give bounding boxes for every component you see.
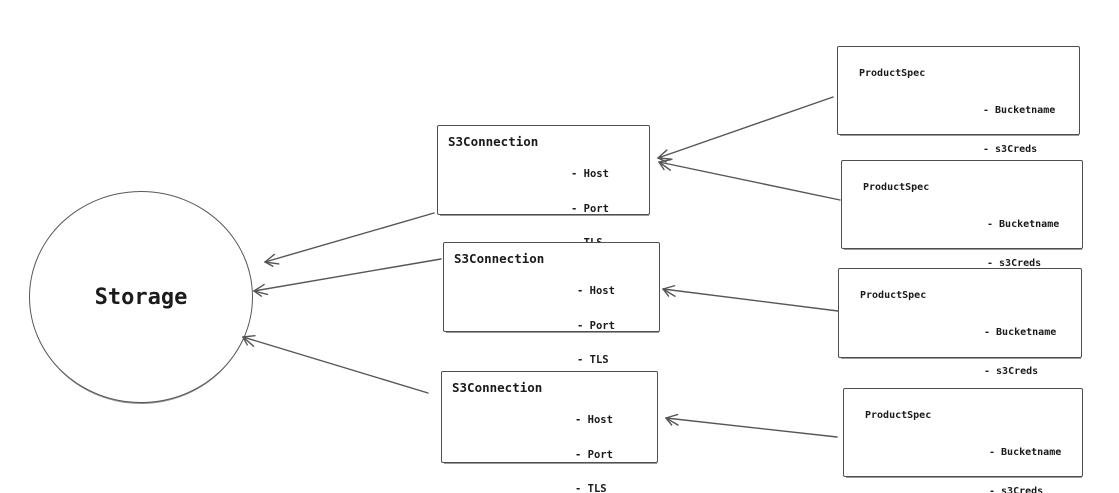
productspec-title: ProductSpec <box>859 68 926 79</box>
connection-arrow <box>253 258 442 297</box>
attribute-s3creds: - s3Creds <box>989 486 1044 493</box>
attribute-s3creds: - s3Creds <box>983 144 1038 155</box>
attribute-bucketname: - Bucketname <box>987 219 1060 230</box>
s3connection-box-1: S3Connection - Host - Port - TLS <box>437 125 650 249</box>
connection-arrow <box>658 158 841 201</box>
attribute-bucketname: - Bucketname <box>989 447 1062 458</box>
attribute-host: - Host <box>571 168 609 180</box>
attribute-bucketname: - Bucketname <box>983 105 1056 116</box>
attribute-host: - Host <box>577 285 615 297</box>
productspec-title: ProductSpec <box>865 410 932 421</box>
attribute-tls: - TLS <box>575 483 607 493</box>
storage-label: Storage <box>94 284 188 310</box>
storage-node: Storage <box>29 191 253 403</box>
s3connection-attributes: - Host - Port - TLS <box>575 392 613 493</box>
attribute-port: - Port <box>571 202 609 215</box>
productspec-box-2: ProductSpec - Bucketname - s3Creds <box>841 160 1083 269</box>
attribute-s3creds: - s3Creds <box>987 258 1042 269</box>
s3connection-title: S3Connection <box>454 251 545 266</box>
connection-arrow <box>662 285 839 312</box>
connection-arrow <box>242 335 429 394</box>
s3connection-attributes: - Host - Port - TLS <box>577 263 615 390</box>
productspec-title: ProductSpec <box>863 182 930 193</box>
productspec-box-1: ProductSpec - Bucketname - s3Creds <box>837 46 1080 155</box>
s3connection-box-2: S3Connection - Host - Port - TLS <box>443 242 660 366</box>
productspec-box-3: ProductSpec - Bucketname - s3Creds <box>838 268 1082 377</box>
attribute-s3creds: - s3Creds <box>984 366 1039 377</box>
productspec-attributes: - Bucketname - s3Creds <box>987 192 1059 296</box>
productspec-box-4: ProductSpec - Bucketname - s3Creds <box>843 388 1083 493</box>
s3connection-box-3: S3Connection - Host - Port - TLS <box>441 371 658 493</box>
attribute-host: - Host <box>575 414 613 426</box>
productspec-attributes: - Bucketname - s3Creds <box>984 300 1056 404</box>
attribute-port: - Port <box>575 448 613 461</box>
productspec-attributes: - Bucketname - s3Creds <box>983 78 1055 182</box>
productspec-title: ProductSpec <box>860 290 927 301</box>
attribute-bucketname: - Bucketname <box>984 327 1057 338</box>
connection-arrow <box>264 212 435 267</box>
s3connection-title: S3Connection <box>452 380 543 395</box>
s3connection-title: S3Connection <box>448 134 539 149</box>
productspec-attributes: - Bucketname - s3Creds <box>989 420 1061 493</box>
attribute-port: - Port <box>577 319 615 332</box>
connection-arrow <box>665 413 838 438</box>
connection-arrow <box>657 96 834 163</box>
attribute-tls: - TLS <box>577 354 609 366</box>
